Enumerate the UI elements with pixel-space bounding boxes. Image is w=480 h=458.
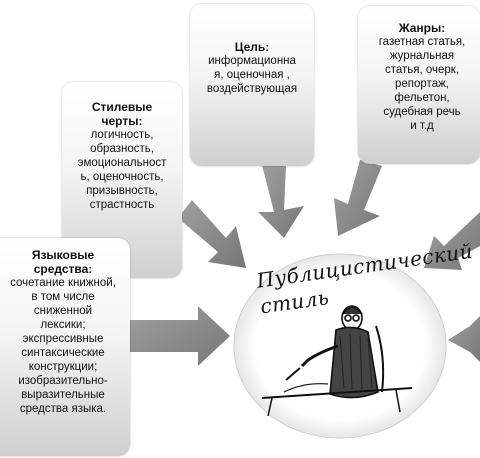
card-goal: Цель: информационна я, оценочная , возде… xyxy=(190,4,314,166)
arrow-from-lang xyxy=(130,306,230,366)
arrow-from-right-top xyxy=(424,212,480,270)
card-genre-text: газетная статья, журнальная статья, очер… xyxy=(378,36,466,132)
card-language-means: Языковые средства: сочетание книжной, в … xyxy=(0,238,130,456)
card-lang-title: Языковые средства: xyxy=(31,248,95,276)
arrow-from-goal xyxy=(258,165,304,238)
arrow-from-right-mid xyxy=(448,316,480,362)
writer-figure-illustration xyxy=(261,305,413,417)
arrow-from-genre xyxy=(334,160,382,236)
card-style-title: Стилевые черты: xyxy=(91,100,153,128)
card-genre-title: Жанры: xyxy=(398,21,446,35)
card-genres: Жанры: газетная статья, журнальная стать… xyxy=(358,6,480,164)
card-goal-text: информационна я, оценочная , воздействую… xyxy=(206,55,298,95)
arrow-from-style xyxy=(178,200,246,268)
card-lang-text: сочетание книжной, в том числе сниженной… xyxy=(10,277,116,415)
card-goal-title: Цель: xyxy=(234,40,270,54)
card-style-text: логичность, образность, эмоциональност ь… xyxy=(77,129,167,211)
